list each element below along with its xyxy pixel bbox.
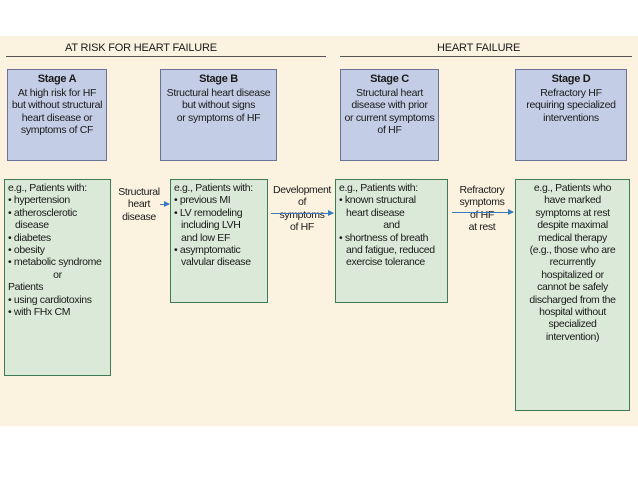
example-line: • previous MI: [174, 194, 231, 207]
connector-line: of HF: [290, 221, 314, 234]
example-line: or: [53, 268, 62, 281]
connector-bc-label: Development of symptoms of HF: [271, 184, 333, 234]
stage-b-box: Stage B Structural heart disease but wit…: [160, 69, 277, 161]
header-rule-at-risk: [6, 56, 326, 57]
example-line: despite maximal: [537, 219, 608, 232]
example-line: discharged from the: [529, 293, 616, 306]
example-line: • using cardiotoxins: [8, 293, 92, 306]
example-line: Patients: [8, 281, 44, 294]
stage-b-line: Structural heart disease: [166, 86, 271, 99]
example-line: • known structural: [339, 194, 416, 207]
stage-d-title: Stage D: [551, 73, 591, 85]
stage-a-box: Stage A At high risk for HF but without …: [7, 69, 107, 161]
stage-d-line: Refractory HF: [540, 86, 602, 99]
example-line: heart disease: [346, 206, 405, 219]
header-at-risk: AT RISK FOR HEART FAILURE: [65, 42, 217, 54]
connector-line: symptoms: [279, 208, 325, 221]
example-line: • obesity: [8, 244, 45, 257]
header-rule-heart-failure: [340, 56, 632, 57]
example-line: e.g., Patients who: [533, 182, 612, 194]
example-line: • asymptomatic: [174, 244, 241, 257]
example-line: valvular disease: [181, 256, 251, 269]
connector-ab-label: Structural heart disease: [113, 186, 165, 223]
stage-b-line: but without signs: [181, 99, 256, 111]
stage-b-line: or symptoms of HF: [176, 111, 261, 124]
connector-line: Refractory: [459, 184, 505, 196]
stage-a-line: symptoms of CF: [20, 124, 94, 136]
arrow-bc-icon: [271, 210, 334, 216]
arrow-cd-icon: [452, 209, 514, 215]
connector-line: of: [297, 196, 307, 209]
hf-staging-figure: AT RISK FOR HEART FAILURE HEART FAILURE …: [0, 36, 638, 426]
example-line: including LVH: [181, 219, 241, 232]
stage-a-examples: e.g., Patients with: • hypertension • at…: [4, 179, 111, 376]
example-line: • metabolic syndrome: [8, 256, 102, 269]
stage-b-examples: e.g., Patients with: • previous MI • LV …: [170, 179, 268, 303]
stage-d-line: interventions: [543, 111, 599, 124]
stage-c-line: Structural heart: [356, 86, 423, 99]
example-line: intervention): [545, 330, 600, 343]
example-line: specialized: [548, 318, 597, 331]
stage-c-line: or current symptoms: [344, 111, 435, 124]
stage-a-title: Stage A: [37, 73, 77, 85]
example-line: hospitalized or: [541, 268, 604, 281]
example-line: exercise tolerance: [346, 256, 425, 269]
stage-c-line: of HF: [377, 124, 402, 136]
header-heart-failure: HEART FAILURE: [437, 42, 521, 54]
example-line: medical therapy: [538, 231, 607, 244]
stage-d-examples: e.g., Patients who have marked symptoms …: [515, 179, 630, 411]
example-line: and low EF: [181, 231, 231, 244]
example-line: (e.g., those who are: [529, 244, 616, 257]
connector-line: of HF: [470, 208, 494, 221]
connector-line: Structural: [118, 186, 160, 198]
example-line: have marked: [544, 194, 601, 207]
stage-c-examples: e.g., Patients with: • known structural …: [335, 179, 448, 303]
example-line: • hypertension: [8, 194, 70, 207]
example-line: hospital without: [539, 306, 606, 319]
connector-line: disease: [122, 210, 156, 223]
connector-line: at rest: [468, 221, 496, 234]
stage-d-box: Stage D Refractory HF requiring speciali…: [515, 69, 627, 161]
example-line: recurrently: [549, 256, 596, 269]
stage-c-title: Stage C: [370, 73, 409, 85]
stage-d-line: requiring specialized: [526, 99, 616, 111]
example-line: • atherosclerotic: [8, 206, 77, 219]
arrow-ab-icon: [160, 201, 170, 207]
stage-c-line: disease with prior: [351, 99, 428, 111]
stage-b-title: Stage B: [199, 73, 238, 85]
example-line: symptoms at rest: [535, 206, 610, 219]
stage-c-box: Stage C Structural heart disease with pr…: [340, 69, 439, 161]
example-line: e.g., Patients with:: [174, 182, 253, 194]
example-line: • shortness of breath: [339, 231, 429, 244]
example-line: • with FHx CM: [8, 306, 71, 319]
connector-cd-label: Refractory symptoms of HF at rest: [452, 184, 512, 234]
stage-a-line: but without structural: [11, 99, 103, 111]
connector-line: Development: [272, 184, 332, 196]
connector-line: heart: [127, 198, 151, 211]
example-line: cannot be safely: [537, 281, 608, 294]
example-line: • diabetes: [8, 231, 51, 244]
example-line: • LV remodeling: [174, 206, 243, 219]
example-line: and: [383, 219, 400, 232]
example-line: e.g., Patients with:: [8, 182, 87, 194]
connector-line: symptoms: [459, 196, 505, 209]
example-line: e.g., Patients with:: [339, 182, 418, 194]
stage-a-line: heart disease or: [21, 111, 93, 124]
stage-a-line: At high risk for HF: [17, 86, 97, 99]
example-line: disease: [15, 219, 49, 232]
example-line: and fatigue, reduced: [346, 244, 435, 257]
